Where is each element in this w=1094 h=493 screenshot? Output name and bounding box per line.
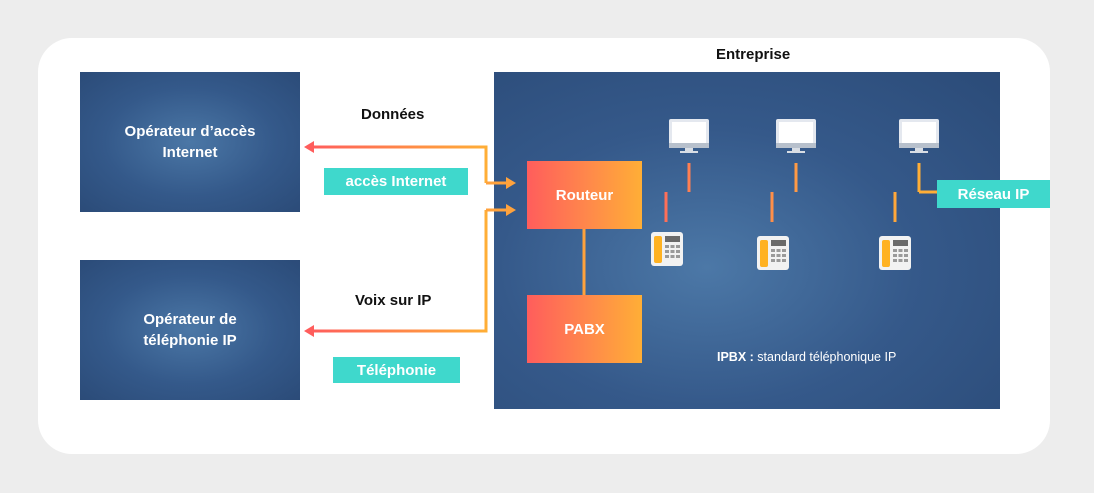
desk-phone-icon bbox=[879, 236, 911, 270]
ipbx-description: standard téléphonique IP bbox=[753, 350, 897, 364]
routeur-box: Routeur bbox=[527, 161, 642, 229]
telephony-operator-label: Opérateur de téléphonie IP bbox=[143, 311, 237, 349]
arrow-right-icon bbox=[506, 204, 516, 216]
ip-network-bus bbox=[642, 163, 937, 222]
routeur-label: Routeur bbox=[555, 186, 614, 204]
ipbx-term: IPBX : bbox=[717, 350, 754, 364]
arrow-right-icon bbox=[506, 177, 516, 189]
donnees-label: Données bbox=[361, 106, 425, 123]
internet-operator-label: Opérateur d’accès Internet bbox=[124, 123, 256, 161]
acces-internet-tag: accès Internet bbox=[324, 168, 468, 195]
desk-phone-icon bbox=[651, 232, 683, 266]
ipbx-note: IPBX : standard téléphonique IP bbox=[717, 350, 896, 364]
donnees-connector bbox=[304, 141, 516, 189]
computer-icon bbox=[776, 119, 816, 153]
telephony-operator-box: Opérateur de téléphonie IP bbox=[80, 260, 300, 400]
pabx-box: PABX bbox=[527, 295, 642, 363]
internet-operator-box: Opérateur d’accès Internet bbox=[80, 72, 300, 212]
arrow-left-icon bbox=[304, 325, 314, 337]
telephonie-tag: Téléphonie bbox=[333, 357, 460, 383]
desk-phone-icon bbox=[757, 236, 789, 270]
entreprise-title: Entreprise bbox=[716, 46, 791, 63]
reseau-ip-tag: Réseau IP bbox=[937, 180, 1050, 208]
voix-connector bbox=[304, 204, 516, 337]
pabx-label: PABX bbox=[564, 320, 605, 338]
computer-icon bbox=[899, 119, 939, 153]
arrow-left-icon bbox=[304, 141, 314, 153]
voix-label: Voix sur IP bbox=[355, 292, 432, 309]
computer-icon bbox=[669, 119, 709, 153]
